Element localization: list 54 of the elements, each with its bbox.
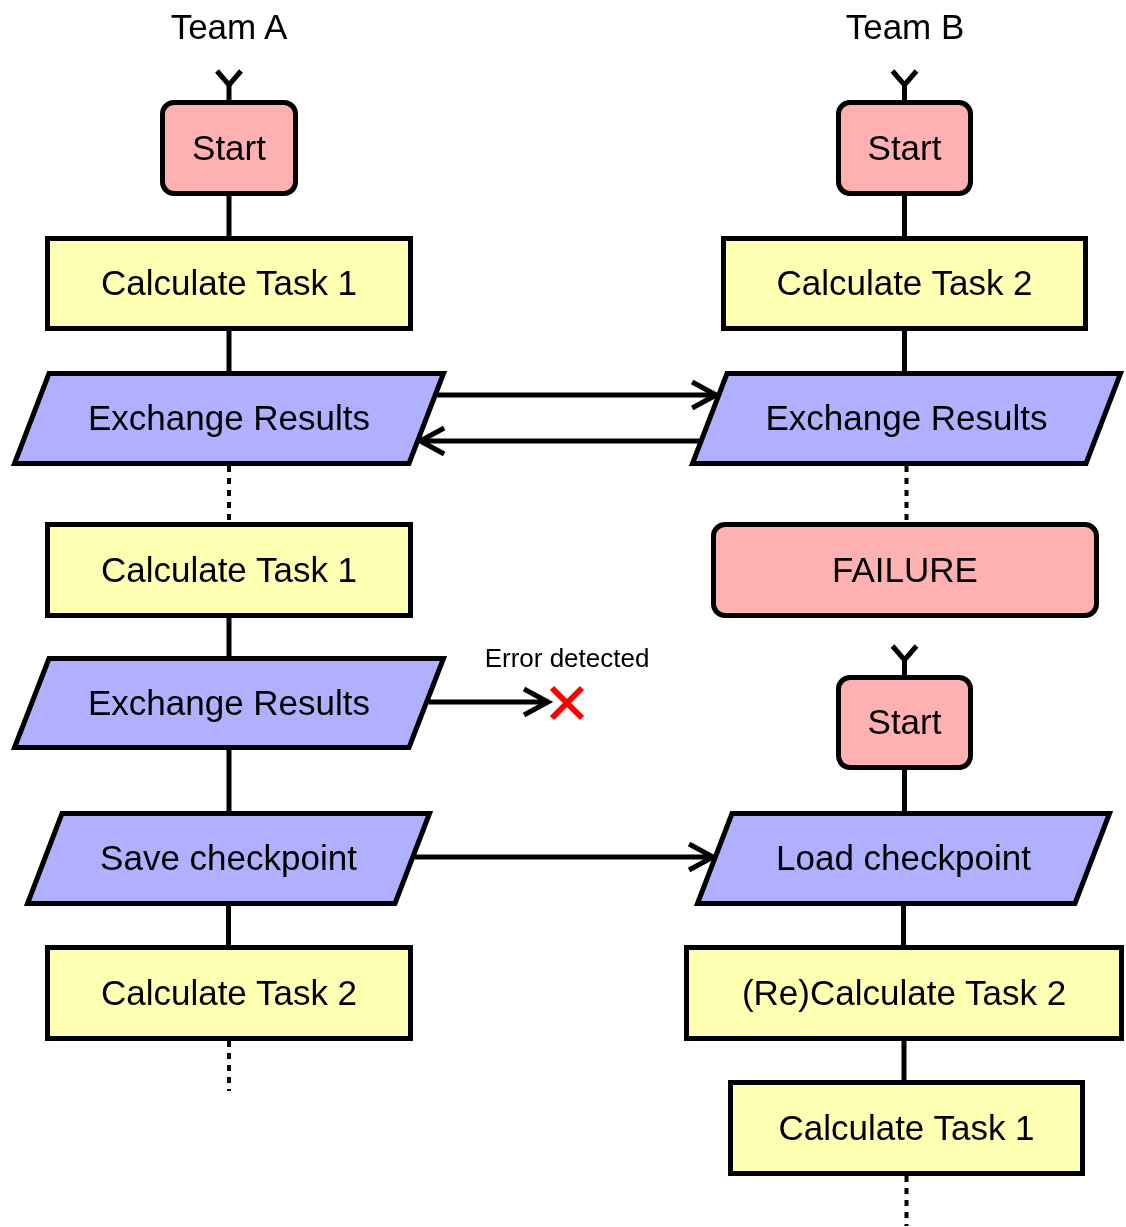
data-parallelogram: [12, 371, 446, 466]
process-box: [721, 236, 1088, 331]
process-box: [728, 1080, 1085, 1176]
node-label: Start: [192, 128, 266, 168]
node-label: Exchange Results: [765, 399, 1048, 438]
node-caption: Error detected: [484, 643, 650, 674]
arrow: [428, 686, 551, 718]
node-label: Calculate Task 1: [778, 1108, 1035, 1148]
arrow: [890, 643, 919, 675]
connector-line: [227, 1041, 231, 1091]
connector-line: [226, 196, 232, 236]
node-label: Calculate Task 2: [776, 264, 1033, 303]
node-label: Calculate Task 1: [100, 550, 358, 590]
data-parallelogram: [25, 811, 432, 906]
node-label: Exchange Results: [87, 399, 371, 438]
connector-line: [902, 331, 907, 371]
connector-line: [904, 1176, 909, 1226]
terminal-box: [711, 522, 1099, 618]
connector-line: [901, 1041, 907, 1080]
data-parallelogram: [12, 656, 446, 750]
connector-line: [904, 466, 909, 522]
node-label: Start: [867, 703, 942, 742]
terminal-box: [836, 100, 973, 196]
arrow: [890, 68, 919, 100]
arrow: [417, 425, 700, 457]
node-label: FAILURE: [832, 550, 978, 590]
arrow: [214, 68, 244, 100]
process-box: [45, 522, 413, 618]
node-label: (Re)Calculate Task 2: [741, 973, 1067, 1013]
column-heading: Team A: [170, 7, 288, 47]
node-label: Save checkpoint: [100, 839, 357, 878]
node-label: Load checkpoint: [776, 839, 1031, 878]
node-label: Calculate Task 2: [100, 973, 358, 1013]
node-label: Exchange Results: [87, 683, 371, 723]
node-label: Calculate Task 1: [100, 264, 358, 303]
process-box: [45, 236, 413, 331]
arrow: [415, 841, 716, 873]
terminal-box: [836, 675, 973, 770]
connector-line: [226, 750, 232, 811]
connector-line: [227, 466, 231, 522]
arrow: [437, 379, 719, 411]
data-parallelogram: [695, 811, 1112, 906]
data-parallelogram: [690, 371, 1123, 466]
connector-line: [901, 906, 906, 945]
column-heading: Team B: [845, 7, 965, 47]
connector-line: [226, 906, 231, 945]
process-box: [45, 945, 413, 1041]
connector-line: [902, 196, 907, 236]
node-label: Start: [867, 128, 942, 168]
terminal-box: [160, 100, 298, 196]
connector-line: [226, 331, 232, 371]
process-box: [684, 945, 1124, 1041]
connector-line: [902, 770, 907, 811]
connector-line: [226, 618, 232, 656]
